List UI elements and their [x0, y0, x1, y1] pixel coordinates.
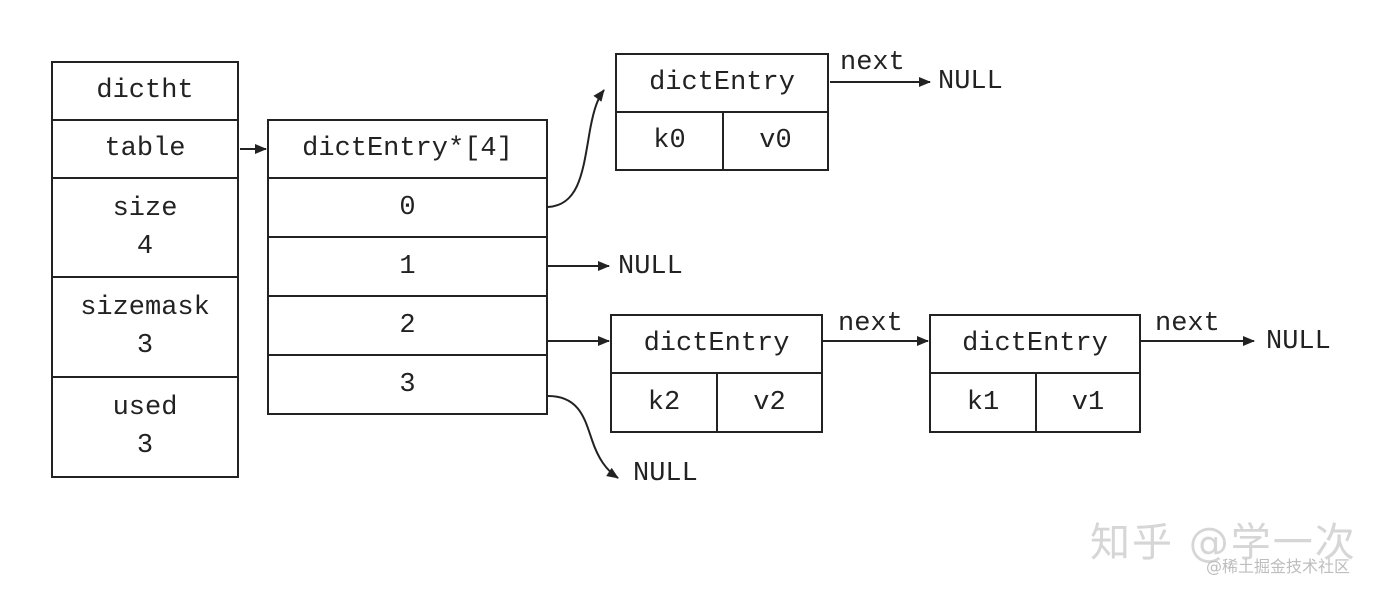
dictht-header: dictht: [51, 61, 239, 121]
entry-k1-value: v1: [1035, 372, 1141, 433]
sizemask-value: 3: [136, 331, 154, 361]
null-label-entry1: NULL: [1266, 327, 1331, 357]
dictht-size-field: size 4: [51, 177, 239, 278]
array-slot-3: 3: [267, 354, 548, 415]
next-label-entry0: next: [840, 48, 905, 78]
array-header: dictEntry*[4]: [267, 119, 548, 179]
entry-k0-key: k0: [615, 111, 724, 171]
entry-k0-value: v0: [722, 111, 829, 171]
entry-k1-title: dictEntry: [929, 314, 1141, 374]
sizemask-label: sizemask: [80, 293, 210, 323]
entry-k1-key: k1: [929, 372, 1037, 433]
juejin-watermark: @稀土掘金技术社区: [1206, 557, 1351, 576]
dictht-sizemask-field: sizemask 3: [51, 276, 239, 378]
size-label: size: [112, 193, 178, 224]
entry-k2-value: v2: [716, 372, 823, 433]
array-slot-0: 0: [267, 177, 548, 238]
used-label: used: [112, 393, 178, 423]
next-label-entry2: next: [838, 309, 903, 339]
arrow-slot0-to-entry: [547, 89, 605, 208]
dictht-used-field: used 3: [51, 376, 239, 478]
arrow-slot3-null: [547, 395, 619, 479]
null-label-entry0: NULL: [938, 67, 1003, 97]
array-slot-1: 1: [267, 236, 548, 297]
null-label-slot1: NULL: [618, 252, 683, 282]
used-value: 3: [136, 431, 154, 461]
zhihu-watermark: 知乎 @学一次: [1090, 520, 1357, 566]
entry-k2-title: dictEntry: [610, 314, 823, 374]
next-label-entry1: next: [1155, 309, 1220, 339]
size-value: 4: [136, 231, 154, 262]
null-label-slot3: NULL: [633, 459, 698, 489]
entry-k2-key: k2: [610, 372, 718, 433]
